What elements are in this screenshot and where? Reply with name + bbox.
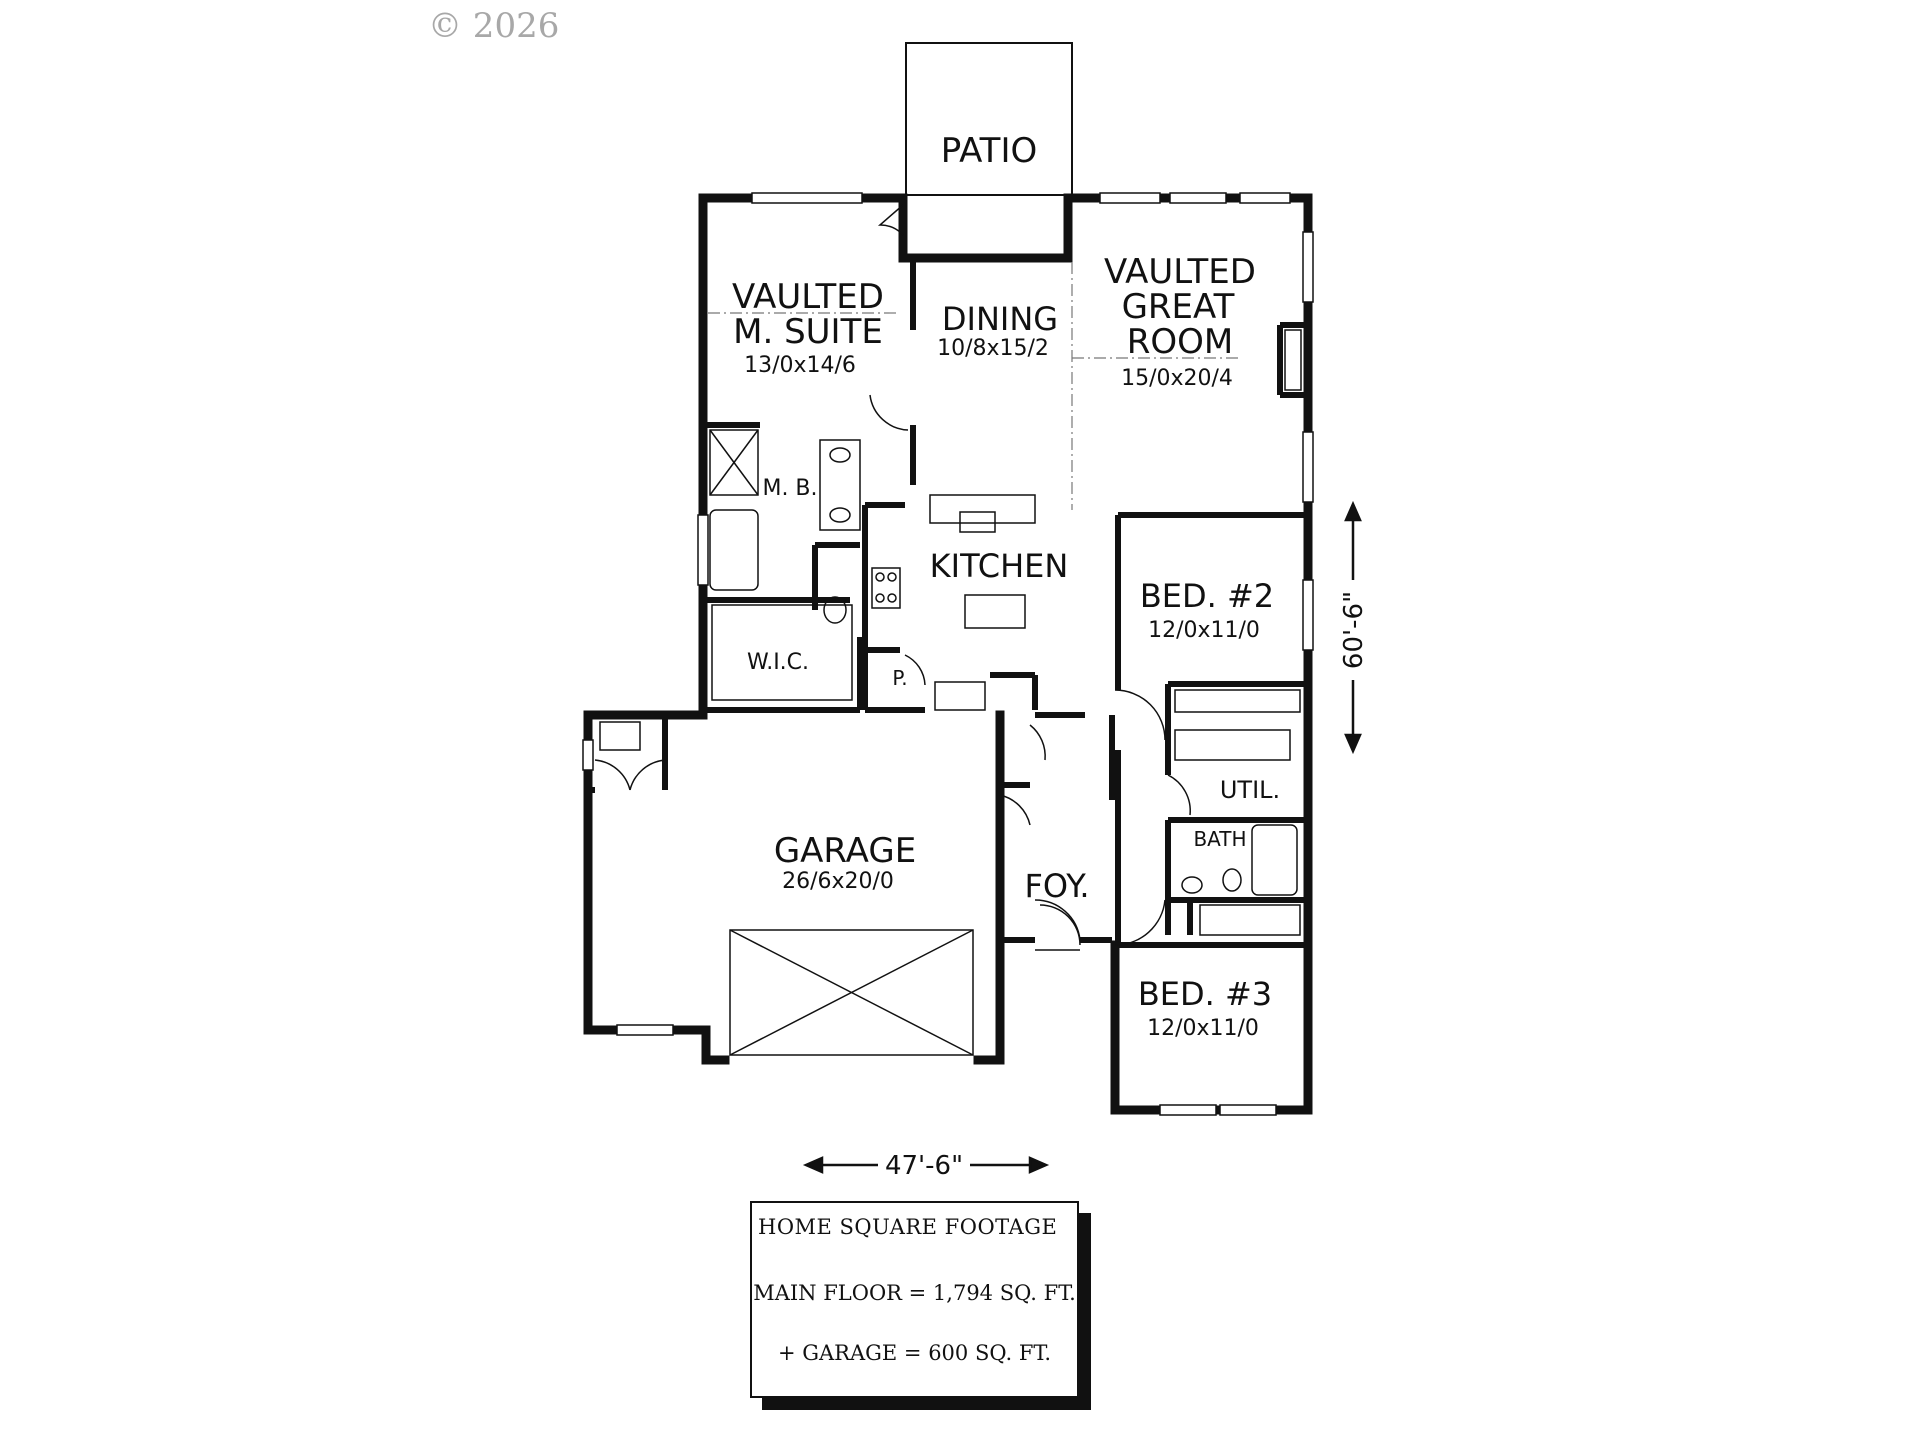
label-pantry: P. bbox=[892, 666, 907, 690]
copyright-watermark: © 2026 bbox=[428, 6, 560, 46]
label-bed2-dims: 12/0x11/0 bbox=[1148, 618, 1260, 643]
label-bed3-dims: 12/0x11/0 bbox=[1147, 1016, 1259, 1041]
vault-lines bbox=[708, 262, 1240, 510]
label-dining: DINING bbox=[942, 300, 1058, 338]
vanity bbox=[819, 439, 861, 531]
label-suite-1: VAULTED bbox=[732, 277, 884, 317]
main-floor-footage: MAIN FLOOR = 1,794 SQ. FT. bbox=[753, 1281, 1076, 1305]
label-great-3: ROOM bbox=[1127, 322, 1233, 362]
island bbox=[964, 594, 1026, 629]
square-footage-box: HOME SQUARE FOOTAGE MAIN FLOOR = 1,794 S… bbox=[750, 1201, 1079, 1398]
label-great-1: VAULTED bbox=[1104, 252, 1256, 292]
depth-dimension bbox=[1344, 500, 1362, 755]
fridge bbox=[934, 681, 986, 711]
range bbox=[871, 567, 901, 609]
label-bed2: BED. #2 bbox=[1140, 577, 1274, 615]
label-suite-dims: 13/0x14/6 bbox=[744, 353, 856, 378]
label-foyer: FOY. bbox=[1024, 867, 1089, 905]
foyer-entry bbox=[1035, 904, 1081, 951]
label-great-dims: 15/0x20/4 bbox=[1121, 366, 1233, 391]
doors bbox=[594, 204, 1191, 946]
patio-slab bbox=[905, 42, 1073, 196]
closet-bed3 bbox=[1199, 904, 1301, 936]
label-wic: W.I.C. bbox=[747, 650, 809, 675]
closet-bed2 bbox=[1174, 689, 1301, 713]
label-garage: GARAGE bbox=[774, 831, 916, 871]
garage-footage: + GARAGE = 600 SQ. FT. bbox=[777, 1341, 1052, 1365]
fixtures bbox=[599, 329, 1302, 936]
label-suite-2: M. SUITE bbox=[733, 312, 883, 352]
label-great-2: GREAT bbox=[1122, 287, 1235, 327]
label-mb: M. B. bbox=[762, 476, 817, 501]
kitchen-counter bbox=[929, 494, 1036, 524]
garage-shelf bbox=[599, 721, 641, 751]
fireplace bbox=[1284, 329, 1302, 391]
label-util: UTIL. bbox=[1220, 776, 1280, 804]
windows bbox=[582, 192, 1314, 1116]
label-garage-dims: 26/6x20/0 bbox=[782, 869, 894, 894]
label-kitchen: KITCHEN bbox=[930, 547, 1069, 585]
bath-tub bbox=[1251, 824, 1298, 896]
square-footage-title: HOME SQUARE FOOTAGE bbox=[758, 1215, 1058, 1239]
sink bbox=[959, 511, 996, 533]
depth-dimension-label: 60'-6" bbox=[1339, 591, 1369, 669]
label-dining-dims: 10/8x15/2 bbox=[937, 336, 1049, 361]
garage-door bbox=[729, 929, 974, 1056]
label-patio: PATIO bbox=[941, 131, 1038, 171]
shower bbox=[709, 429, 759, 496]
toilet bbox=[823, 596, 847, 624]
width-dimension bbox=[802, 1156, 1050, 1174]
washer-dryer bbox=[1174, 729, 1291, 761]
label-bed3: BED. #3 bbox=[1138, 975, 1272, 1013]
label-bath: BATH bbox=[1193, 827, 1246, 851]
interior-walls bbox=[588, 255, 1305, 948]
width-dimension-label: 47'-6" bbox=[885, 1151, 963, 1181]
tub bbox=[709, 509, 759, 591]
wic-shelf bbox=[711, 604, 853, 701]
